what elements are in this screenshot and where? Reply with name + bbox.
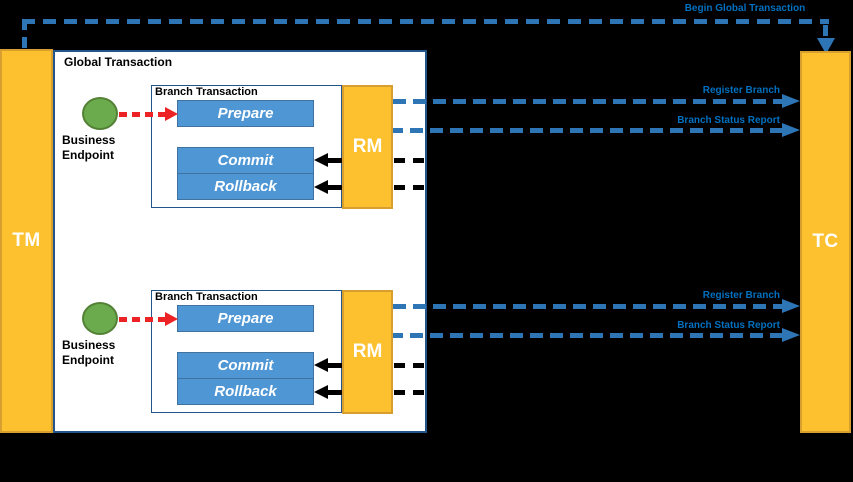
branch-status-report-arrowhead-icon	[782, 328, 800, 342]
register-branch-label: Register Branch	[702, 290, 780, 301]
branch-transaction-group-2: Register Branch Branch Status Report Bra…	[0, 205, 853, 446]
register-branch-arrowhead-icon	[782, 94, 800, 108]
branch-status-report-arrowhead-icon	[782, 123, 800, 137]
begin-flow-arrowhead-icon	[817, 38, 835, 54]
business-endpoint-icon	[82, 97, 118, 130]
branch-status-report-line	[310, 333, 782, 338]
branch-transaction-label: Branch Transaction	[155, 291, 258, 303]
commit-step-box: Commit	[177, 147, 314, 174]
rollback-arrowhead-icon	[314, 385, 328, 399]
invoke-prepare-arrowhead-icon	[165, 312, 178, 326]
begin-flow-start-segment	[22, 19, 27, 49]
commit-arrow-shaft	[327, 158, 342, 163]
branch-status-report-line	[310, 128, 782, 133]
rollback-step-box: Rollback	[177, 173, 314, 200]
prepare-step-box: Prepare	[177, 100, 314, 127]
prepare-step-box: Prepare	[177, 305, 314, 332]
commit-arrowhead-icon	[314, 153, 328, 167]
rollback-arrow-shaft	[327, 390, 342, 395]
business-endpoint-label-line1: Business	[62, 338, 116, 352]
global-transaction-label: Global Transaction	[64, 55, 173, 69]
commit-command-line	[394, 158, 800, 163]
register-branch-line	[313, 304, 782, 309]
business-endpoint-label: Business Endpoint	[62, 338, 152, 367]
branch-status-report-label: Branch Status Report	[677, 115, 780, 126]
invoke-prepare-arrowhead-icon	[165, 107, 178, 121]
begin-global-transaction-label: Begin Global Transaction	[684, 3, 806, 14]
rollback-command-line	[394, 185, 800, 190]
business-endpoint-label: Business Endpoint	[62, 133, 152, 162]
begin-flow-end-segment	[823, 25, 828, 40]
business-endpoint-label-line2: Endpoint	[62, 147, 114, 162]
rollback-arrowhead-icon	[314, 180, 328, 194]
register-branch-arrowhead-icon	[782, 299, 800, 313]
commit-step-box: Commit	[177, 352, 314, 379]
commit-arrow-shaft	[327, 363, 342, 368]
commit-arrowhead-icon	[314, 358, 328, 372]
commit-command-line	[394, 363, 800, 368]
branch-transaction-label: Branch Transaction	[155, 86, 258, 98]
transaction-manager-box: TM	[0, 49, 53, 433]
invoke-prepare-line	[119, 112, 166, 117]
business-endpoint-label-line1: Business	[62, 133, 116, 147]
begin-flow-line	[22, 19, 829, 24]
transaction-coordinator-box: TC	[800, 51, 851, 433]
business-endpoint-icon	[82, 302, 118, 335]
invoke-prepare-line	[119, 317, 166, 322]
rollback-command-line	[394, 390, 800, 395]
rollback-step-box: Rollback	[177, 378, 314, 405]
branch-transaction-group-1: Register Branch Branch Status Report Bra…	[62, 85, 800, 209]
business-endpoint-label-line2: Endpoint	[62, 352, 114, 367]
register-branch-label: Register Branch	[702, 85, 780, 96]
resource-manager-box: RM	[342, 85, 393, 209]
branch-status-report-label: Branch Status Report	[677, 320, 780, 331]
register-branch-line	[313, 99, 782, 104]
rollback-arrow-shaft	[327, 185, 342, 190]
resource-manager-box: RM	[342, 290, 393, 414]
